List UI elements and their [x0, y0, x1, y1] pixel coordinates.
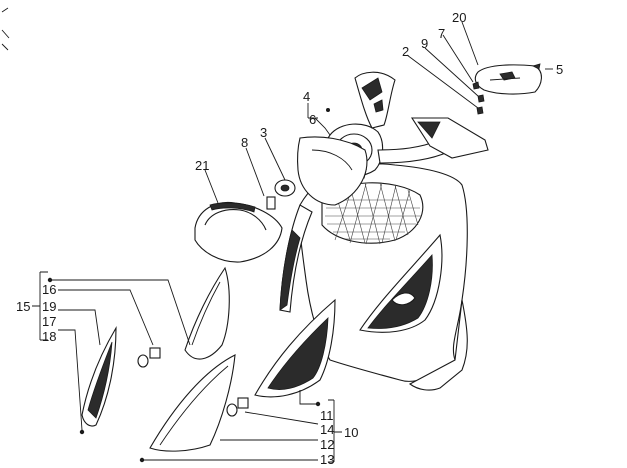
callout-9: 9 [421, 36, 428, 51]
leader-lines [32, 21, 553, 463]
callout-19: 19 [42, 299, 56, 314]
callout-7: 7 [438, 26, 445, 41]
screw-icon [472, 63, 541, 115]
side-strip-lens [81, 325, 117, 427]
bulb-icon [137, 347, 249, 417]
callout-11: 11 [320, 408, 334, 423]
callout-12: 12 [320, 437, 334, 452]
callout-15: 15 [16, 299, 30, 314]
left-blinker-lens [184, 266, 230, 360]
callout-18: 18 [42, 329, 56, 344]
callout-16: 16 [42, 282, 56, 297]
top-cover-plate [474, 64, 542, 95]
corner-lens [149, 354, 236, 452]
headlight-bulb [266, 179, 296, 210]
callout-2: 2 [402, 44, 409, 59]
callout-21: 21 [195, 158, 209, 173]
headlight-lens [297, 136, 368, 206]
callout-13: 13 [320, 452, 334, 467]
callout-14: 14 [320, 422, 334, 437]
callout-10: 10 [344, 425, 358, 440]
speedometer-cover [194, 201, 283, 263]
leader-dots [47, 108, 330, 463]
callout-6: 6 [309, 112, 316, 127]
callout-5: 5 [556, 62, 563, 77]
callout-8: 8 [241, 135, 248, 150]
edge-marks [1, 7, 10, 51]
callout-17: 17 [42, 314, 56, 329]
callout-4: 4 [303, 89, 310, 104]
handlebar-cover [377, 117, 489, 164]
front-lower-lens [254, 298, 336, 398]
right-side-light-housing [359, 233, 443, 333]
callout-3: 3 [260, 125, 267, 140]
windscreen-bracket [354, 71, 396, 129]
callout-20: 20 [452, 10, 466, 25]
